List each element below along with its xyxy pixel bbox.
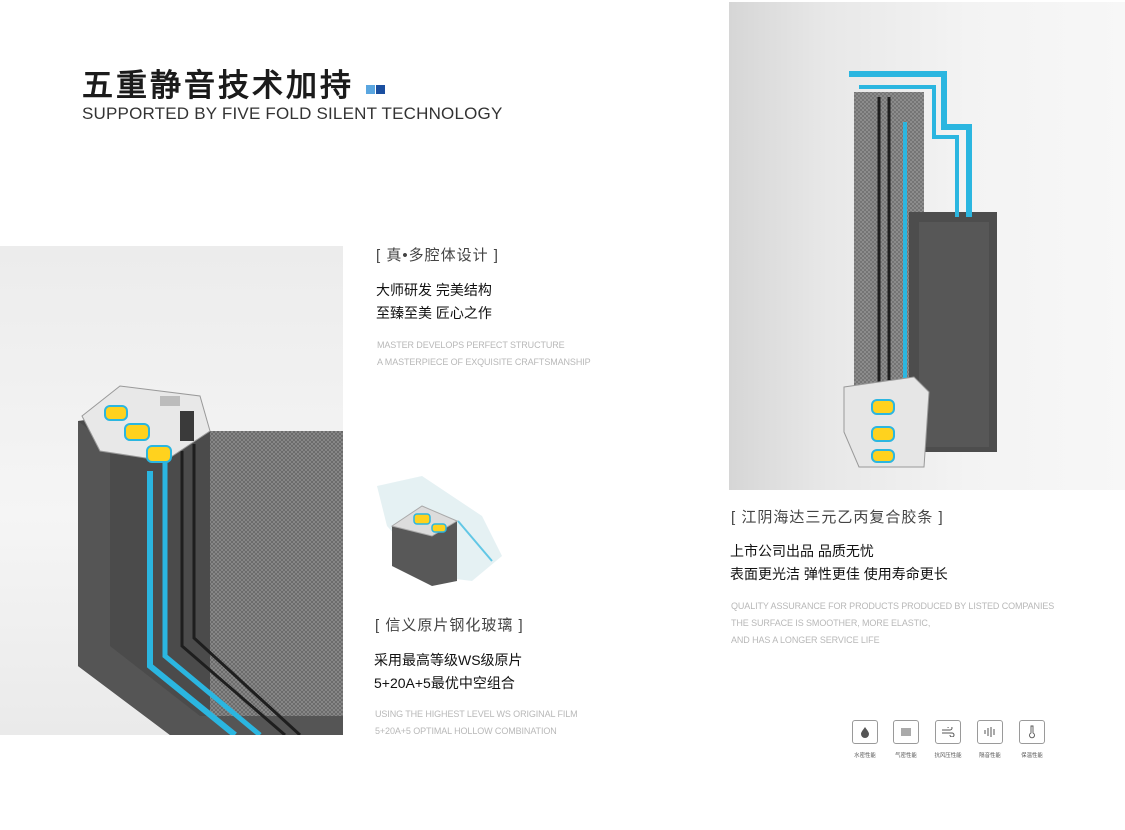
seal-en-3: AND HAS A LONGER SERVICE LIFE [731,635,880,645]
icon-label-sound: 隔音性能 [979,753,1001,759]
water-drop-icon [852,720,878,744]
sound-wave-icon [977,720,1003,744]
air-vent-icon [893,720,919,744]
glass-line-2: 5+20A+5最优中空组合 [374,675,515,691]
cavity-line-1: 大师研发 完美结构 [376,282,492,298]
glass-en-2: 5+20A+5 OPTIMAL HOLLOW COMBINATION [375,726,557,736]
icon-item-wind: 抗风压性能 [933,720,963,759]
cavity-line-2: 至臻至美 匠心之作 [376,305,492,321]
page-title: 五重静音技术加持 [82,68,354,103]
icon-label-wind: 抗风压性能 [934,753,962,759]
glass-en: USING THE HIGHEST LEVEL WS ORIGINAL FILM… [375,706,578,740]
seal-heading: [ 江阴海达三元乙丙复合胶条 ] [731,509,944,526]
cavity-design-heading: [ 真•多腔体设计 ] [376,247,499,264]
accent-square-light [366,85,375,94]
cavity-en-2: A MASTERPIECE OF EXQUISITE CRAFTSMANSHIP [377,357,591,367]
accent-square-dark [376,85,385,94]
performance-icons: 水密性能 气密性能 抗风压性能 隔音性能 保温性能 [850,720,1050,770]
page-subtitle: SUPPORTED BY FIVE FOLD SILENT TECHNOLOGY [82,104,503,123]
wind-icon [935,720,961,744]
glass-line-1: 采用最高等级WS级原片 [374,652,523,668]
seal-en-1: QUALITY ASSURANCE FOR PRODUCTS PRODUCED … [731,601,1055,611]
cavity-design-text: 大师研发 完美结构 至臻至美 匠心之作 [376,279,492,325]
window-frame-corner-image [0,246,343,735]
thermometer-icon [1019,720,1045,744]
icon-label-water: 水密性能 [854,753,876,759]
icon-item-thermal: 保温性能 [1017,720,1047,759]
seal-en-2: THE SURFACE IS SMOOTHER, MORE ELASTIC, [731,618,931,628]
icon-label-thermal: 保温性能 [1021,753,1043,759]
seal-line-1: 上市公司出品 品质无忧 [730,543,874,559]
seal-en: QUALITY ASSURANCE FOR PRODUCTS PRODUCED … [731,598,1054,649]
icon-item-air: 气密性能 [891,720,921,759]
icon-item-sound: 隔音性能 [975,720,1005,759]
glass-heading: [ 信义原片钢化玻璃 ] [375,617,524,634]
window-section-image [729,2,1125,490]
cavity-en-1: MASTER DEVELOPS PERFECT STRUCTURE [377,340,565,350]
icon-item-water: 水密性能 [850,720,880,759]
icon-label-air: 气密性能 [895,753,917,759]
cavity-design-en: MASTER DEVELOPS PERFECT STRUCTURE A MAST… [377,337,591,371]
title-accent-squares [366,85,386,95]
glass-text: 采用最高等级WS级原片 5+20A+5最优中空组合 [374,649,523,695]
glass-en-1: USING THE HIGHEST LEVEL WS ORIGINAL FILM [375,709,578,719]
seal-line-2: 表面更光洁 弹性更佳 使用寿命更长 [730,566,948,582]
seal-text: 上市公司出品 品质无忧 表面更光洁 弹性更佳 使用寿命更长 [730,540,948,586]
glass-profile-image [362,466,510,596]
